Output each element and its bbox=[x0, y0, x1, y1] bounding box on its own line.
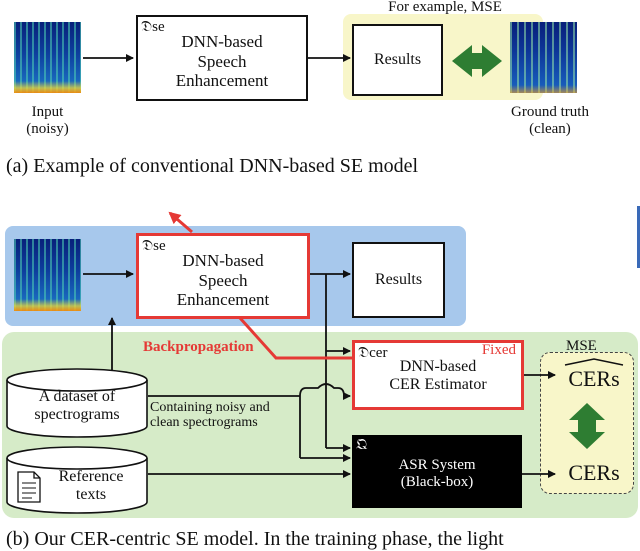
backprop-label: Backpropagation bbox=[143, 339, 254, 355]
mse-double-arrow-vertical bbox=[569, 403, 605, 449]
estimated-cers-label: CERs bbox=[568, 366, 620, 391]
for-example-label: For example, MSE bbox=[388, 0, 502, 15]
cers-label: CERs bbox=[568, 460, 620, 485]
clean-spectrogram bbox=[510, 22, 577, 93]
caption-b: (b) Our CER-centric SE model. In the tra… bbox=[6, 528, 504, 550]
results-label: Results bbox=[373, 51, 422, 68]
ground-truth-label: Ground truth (clean) bbox=[511, 104, 589, 138]
right-edge-mark bbox=[637, 206, 640, 268]
results-box: Results bbox=[352, 24, 443, 96]
fixed-label: Fixed bbox=[481, 342, 516, 358]
mse-label: MSE bbox=[566, 338, 597, 354]
dcer-symbol: 𝔇cer bbox=[358, 345, 388, 361]
se-box-label-b: DNN-based Speech Enhancement bbox=[176, 251, 270, 310]
se-box: 𝔇se DNN-based Speech Enhancement bbox=[136, 15, 308, 101]
results-box-b: Results bbox=[352, 242, 445, 318]
cer-estimator-label: DNN-based CER Estimator bbox=[389, 358, 487, 394]
asr-label: ASR System (Black-box) bbox=[398, 457, 476, 491]
se-box-b: 𝔇se DNN-based Speech Enhancement bbox=[136, 233, 310, 319]
asr-box: 𝔔 ASR System (Black-box) bbox=[352, 435, 522, 508]
reference-cylinder: Reference texts bbox=[6, 446, 148, 514]
q-symbol: 𝔔 bbox=[356, 437, 368, 453]
dataset-label: A dataset of spectrograms bbox=[34, 388, 120, 424]
results-label-b: Results bbox=[374, 271, 423, 288]
caption-a: (a) Example of conventional DNN-based SE… bbox=[6, 155, 419, 177]
dataset-cylinder: A dataset of spectrograms bbox=[6, 368, 148, 438]
input-label: Input (noisy) bbox=[26, 104, 69, 138]
backprop-arrow bbox=[168, 211, 193, 234]
se-box-label: DNN-based Speech Enhancement bbox=[175, 32, 269, 91]
hat-icon bbox=[564, 358, 624, 366]
reference-label: Reference texts bbox=[58, 468, 124, 504]
document-icon bbox=[17, 471, 41, 503]
estimated-cers: CERs bbox=[559, 358, 629, 392]
cers: CERs bbox=[559, 460, 629, 486]
dse-symbol-b: 𝔇se bbox=[142, 238, 166, 254]
noisy-spectrogram bbox=[14, 22, 81, 93]
dse-symbol: 𝔇se bbox=[141, 19, 165, 35]
cer-estimator-box: 𝔇cer Fixed DNN-based CER Estimator bbox=[352, 340, 524, 410]
input-spectrogram-b bbox=[14, 239, 81, 311]
mse-double-arrow-horizontal bbox=[452, 45, 502, 77]
dataset-note: Containing noisy and clean spectrograms bbox=[150, 400, 270, 431]
